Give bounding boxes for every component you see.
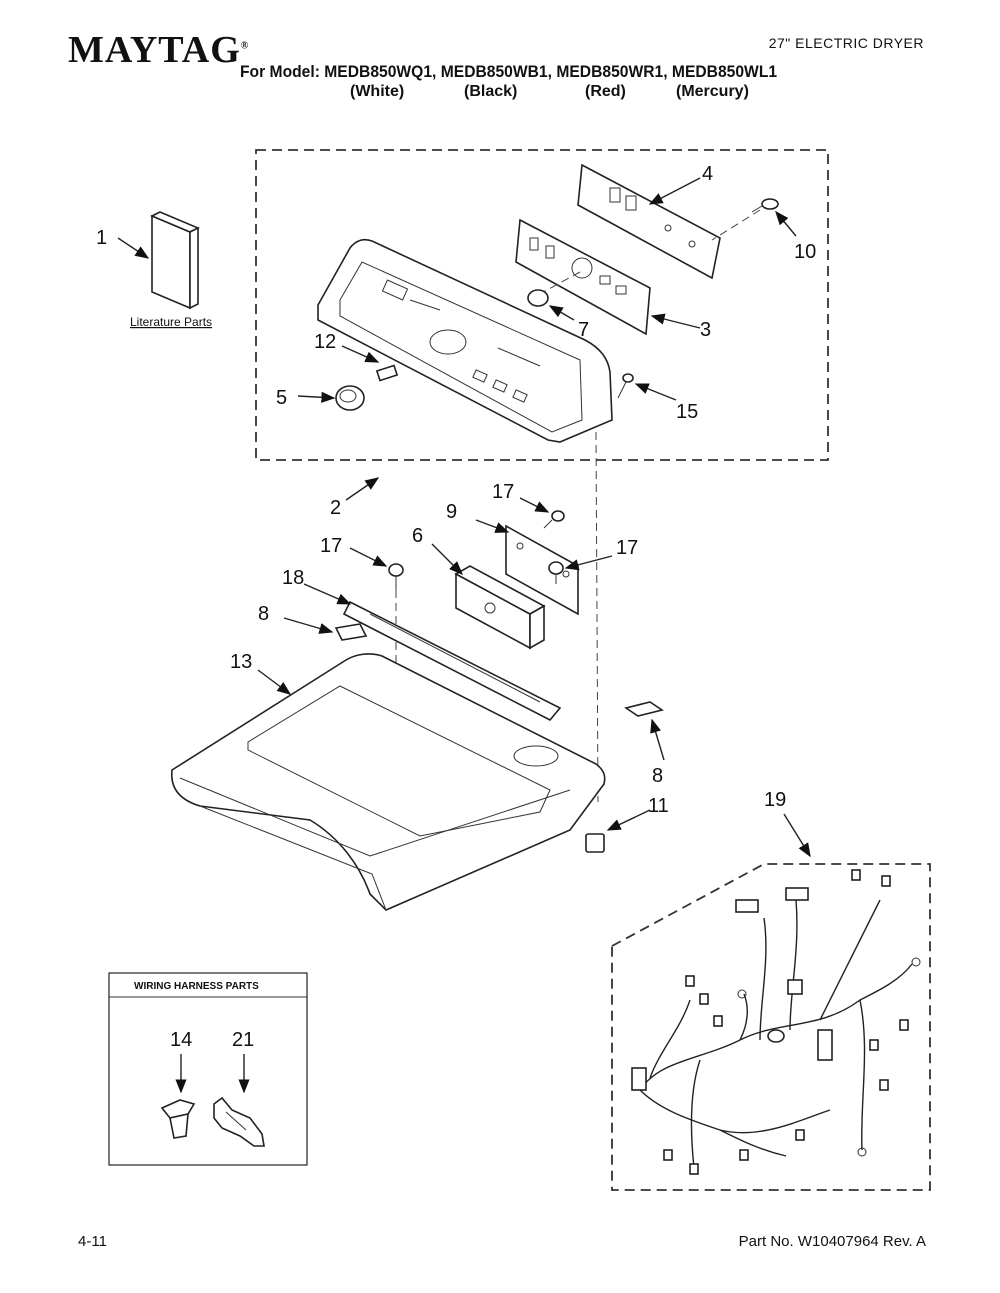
clip-8-right: [624, 701, 664, 717]
callout-8-left: 8: [258, 603, 269, 625]
button-12: [375, 364, 399, 382]
callout-19: 19: [764, 789, 786, 811]
callout-13: 13: [230, 651, 252, 673]
color-black: (Black): [464, 83, 518, 100]
screw-10: [751, 198, 779, 213]
callout-8-right: 8: [652, 765, 663, 787]
document-type: 27" ELECTRIC DRYER: [768, 35, 924, 51]
control-console: [317, 238, 613, 443]
color-mercury: (Mercury): [676, 83, 749, 100]
part-number: Part No. W10407964 Rev. A: [738, 1233, 926, 1250]
screw-15: [617, 373, 634, 399]
screw-17-top: [543, 510, 565, 529]
top-cover: [171, 653, 606, 911]
connector-11: [585, 833, 605, 853]
console-rail: [342, 600, 562, 722]
console-group-border: [255, 149, 829, 461]
model-list: For Model: MEDB850WQ1, MEDB850WB1, MEDB8…: [240, 62, 778, 81]
control-board: [515, 218, 651, 336]
callout-17-top: 17: [492, 481, 514, 503]
callout-12: 12: [314, 331, 336, 353]
callout-6: 6: [412, 525, 423, 547]
callout-3: 3: [700, 319, 711, 341]
ui-back-panel: [577, 163, 721, 280]
wiring-box-title: WIRING HARNESS PARTS: [134, 981, 259, 992]
callout-15: 15: [676, 401, 698, 423]
color-red: (Red): [585, 83, 626, 100]
knob: [335, 385, 365, 411]
wiring-harness: [631, 869, 921, 1175]
callout-7: 7: [578, 319, 589, 341]
literature-label: Literature Parts: [130, 315, 212, 329]
literature-booklet: [150, 211, 200, 310]
wiring-parts-box: [108, 972, 308, 1166]
wire-clip-14: [160, 1099, 196, 1139]
color-white: (White): [350, 83, 405, 100]
registered-mark: ®: [240, 40, 250, 52]
callout-11: 11: [648, 795, 669, 817]
harness-group-border: [611, 863, 931, 1191]
screw-17-left: [388, 563, 404, 590]
brand-name: MAYTAG: [68, 29, 241, 71]
callout-5: 5: [276, 387, 287, 409]
clip-8-left: [334, 623, 368, 641]
brand-logo: MAYTAG®: [68, 28, 249, 72]
mounting-bracket: [505, 524, 579, 616]
screw-17-right: [548, 561, 564, 584]
callout-14: 14: [170, 1029, 192, 1051]
callout-2: 2: [330, 497, 341, 519]
callout-21: 21: [232, 1029, 254, 1051]
callout-17-right: 17: [616, 537, 638, 559]
callout-9: 9: [446, 501, 457, 523]
callout-18: 18: [282, 567, 304, 589]
callout-10: 10: [794, 241, 816, 263]
callout-1: 1: [96, 227, 107, 249]
control-housing: [454, 565, 546, 650]
page-number: 4-11: [78, 1233, 107, 1250]
encoder-spacer: [527, 289, 549, 307]
callout-4: 4: [702, 163, 713, 185]
callout-17-left: 17: [320, 535, 342, 557]
terminal-21: [213, 1096, 265, 1147]
